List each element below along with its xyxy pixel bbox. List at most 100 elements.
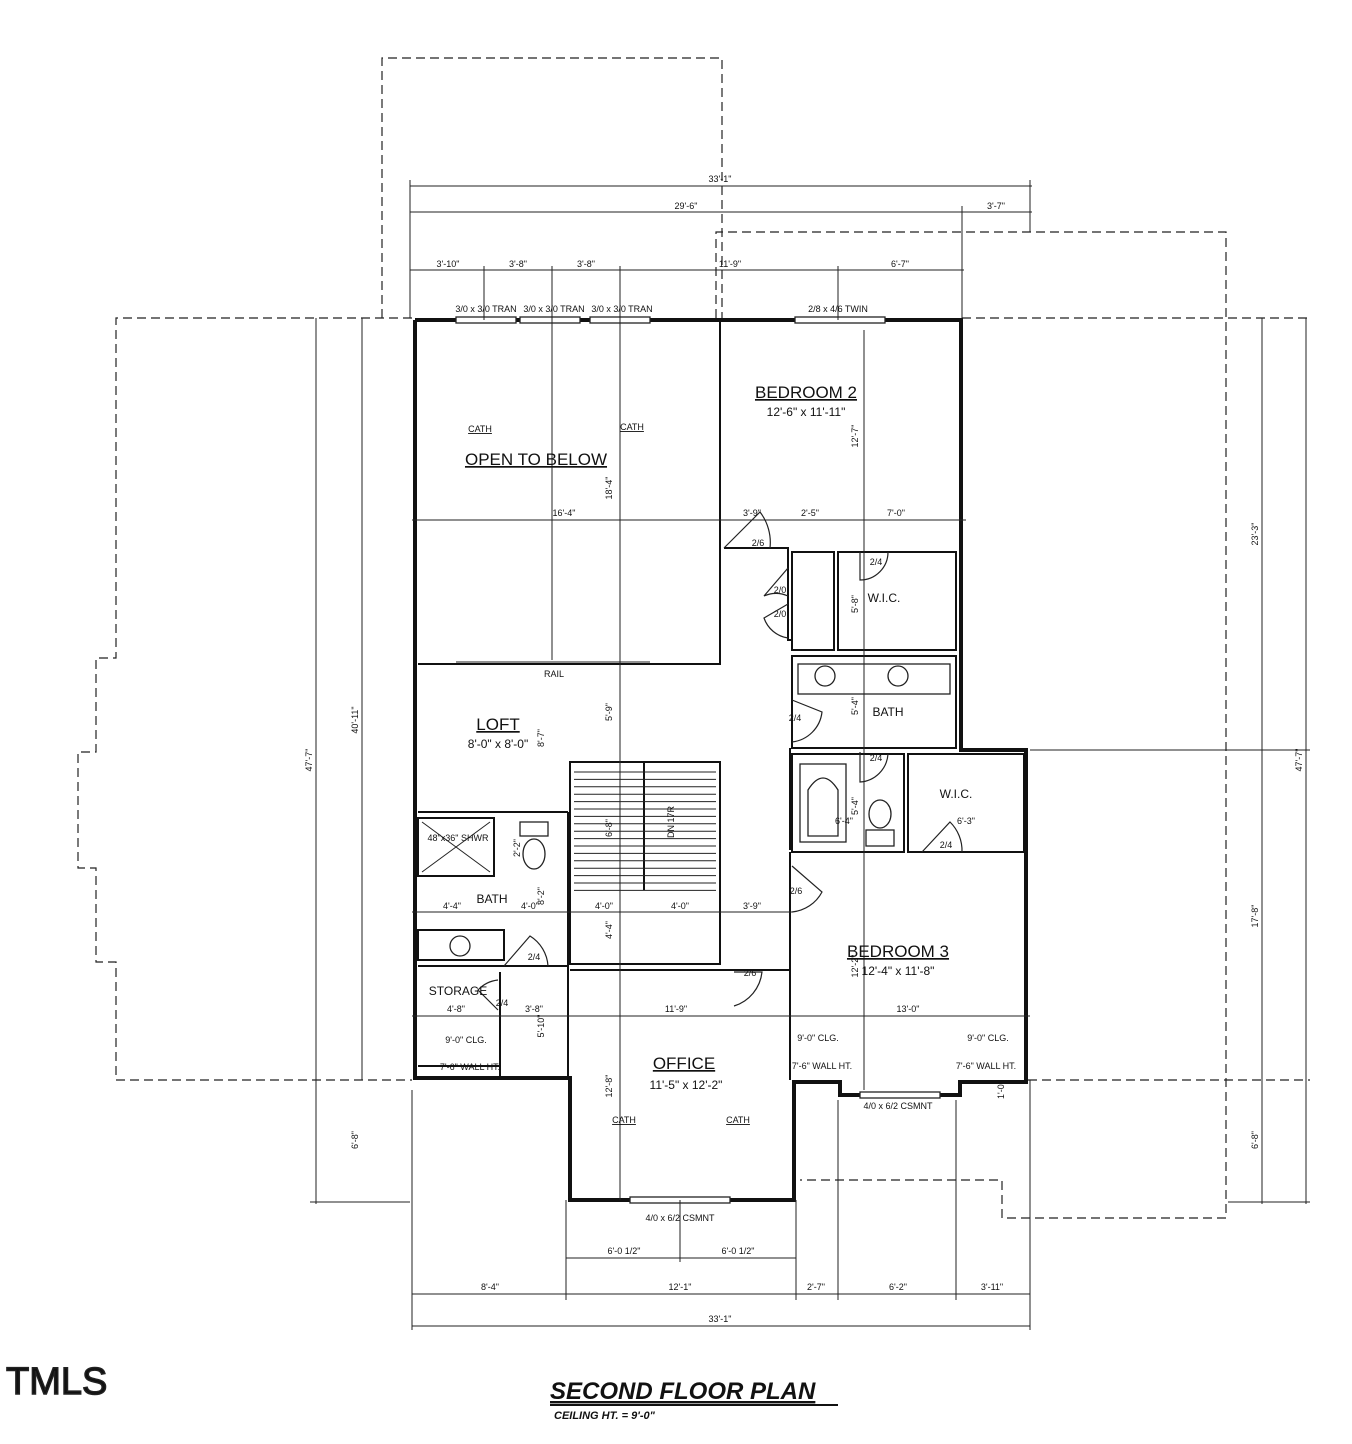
dimension-lines	[310, 180, 1310, 1330]
wall-height-label: 7'-6" WALL HT.	[440, 1062, 500, 1072]
lower-floor-outline	[77, 57, 1310, 1219]
dimension-text: 6'-2"	[889, 1282, 907, 1292]
dimension-text: 33'-1"	[709, 1314, 732, 1324]
dimension-text: 11'-9"	[719, 259, 741, 269]
casement-label: 4/0 x 6/2 CSMNT	[863, 1101, 933, 1111]
ceiling-label: 9'-0" CLG.	[445, 1035, 486, 1045]
dimension-text: 47'-7"	[304, 749, 314, 772]
dimension-text: 3'-11"	[981, 1282, 1003, 1292]
window-label: 3/0 x 3/0 TRAN	[455, 304, 516, 314]
office-size: 11'-5" x 12'-2"	[650, 1078, 723, 1092]
dimension-text: 8'-4"	[481, 1282, 499, 1292]
loft-size: 8'-0" x 8'-0"	[468, 737, 528, 751]
door-swings	[477, 511, 963, 1011]
door-size-label: 2/6	[790, 886, 803, 896]
dimension-text: 3'-9"	[743, 508, 761, 518]
dimension-text: 13'-0"	[897, 1004, 920, 1014]
dimension-text: 5'-10"	[536, 1015, 546, 1038]
door-size-label: 2/4	[789, 713, 802, 723]
dimension-text: 16'-4"	[553, 508, 576, 518]
stairs	[569, 761, 721, 965]
dimension-text: 5'-9"	[604, 703, 614, 721]
dimension-text: 4'-0"	[521, 901, 539, 911]
dimension-text: 6'-3"	[957, 816, 975, 826]
dimension-text: 3'-8"	[577, 259, 595, 269]
dimension-text: 4'-4"	[604, 921, 614, 939]
room-open-to-below: OPEN TO BELOW	[465, 450, 607, 469]
window-label: 3/0 x 3/0 TRAN	[591, 304, 652, 314]
dimension-text: 6'-4"	[835, 816, 853, 826]
wall-height-label: 7'-6" WALL HT.	[792, 1061, 852, 1071]
room-bedroom-2: BEDROOM 2	[755, 383, 857, 402]
tmls-logo: TMLS	[6, 1361, 107, 1403]
dimension-text: 40'-11"	[350, 706, 360, 733]
room-bedroom-3: BEDROOM 3	[847, 942, 949, 961]
dimension-text: 4'-0"	[671, 901, 689, 911]
dimension-text: 2'-5"	[801, 508, 819, 518]
door-size-label: 2/4	[528, 952, 541, 962]
cathedral-label: CATH	[620, 422, 644, 432]
dimension-text: 6'-0 1/2"	[722, 1246, 755, 1256]
cathedral-label: CATH	[468, 424, 492, 434]
room-wic-right: W.I.C.	[940, 787, 973, 801]
dimension-text: 6'-8"	[350, 1131, 360, 1149]
dimension-text: 17'-8"	[1250, 905, 1260, 928]
window-label: 3/0 x 3/0 TRAN	[523, 304, 584, 314]
dimension-text: 6'-8"	[604, 819, 614, 837]
dimension-text: 33'-1"	[709, 174, 732, 184]
dimension-text: 6'-0 1/2"	[608, 1246, 641, 1256]
casement-label: 4/0 x 6/2 CSMNT	[645, 1213, 715, 1223]
door-size-label: 2/0	[774, 585, 787, 595]
dimension-text: 3'-9"	[743, 901, 761, 911]
ceiling-label: 9'-0" CLG.	[967, 1033, 1008, 1043]
dimension-text: 5'-4"	[850, 697, 860, 715]
bedroom-2-size: 12'-6" x 11'-11"	[767, 405, 846, 419]
dimension-text: 11'-9"	[665, 1004, 687, 1014]
dimension-text: 8'-2"	[536, 887, 546, 905]
dimension-text: 12'-1"	[669, 1282, 692, 1292]
dimension-text: 23'-3"	[1250, 523, 1260, 546]
door-size-label: 2/4	[870, 753, 883, 763]
dimension-text: 5'-8"	[850, 595, 860, 613]
dimension-text: 12'-7"	[850, 425, 860, 448]
cathedral-label: CATH	[726, 1115, 750, 1125]
dimension-text: 2'-7"	[807, 1282, 825, 1292]
fixtures	[421, 663, 951, 957]
dimension-text: 1'-0"	[996, 1081, 1006, 1099]
bedroom-3-size: 12'-4" x 11'-8"	[862, 964, 935, 978]
dimension-text: 4'-4"	[443, 901, 461, 911]
plan-subtitle: CEILING HT. = 9'-0"	[554, 1410, 656, 1422]
dimension-text: 6'-8"	[1250, 1131, 1260, 1149]
dimension-text: 7'-0"	[887, 508, 905, 518]
dimension-text: 6'-7"	[891, 259, 909, 269]
room-office: OFFICE	[653, 1054, 715, 1073]
door-size-label: 2/0	[774, 609, 787, 619]
dimension-text: 2'-2"	[512, 839, 522, 857]
dimension-text: 8'-7"	[536, 729, 546, 747]
dimension-text: 3'-8"	[509, 259, 527, 269]
dimension-text: 4'-0"	[595, 901, 613, 911]
dimension-text: 18'-4"	[604, 477, 614, 500]
ceiling-label: 9'-0" CLG.	[797, 1033, 838, 1043]
dimension-text: 3'-10"	[437, 259, 460, 269]
exterior-walls	[413, 318, 1028, 1202]
door-size-label: 2/6	[752, 538, 765, 548]
dimension-text: 12'-2"	[850, 955, 860, 978]
interior-walls	[417, 322, 1025, 1080]
stairs-label: DN 17R	[666, 805, 676, 838]
dimension-text: 47'-7"	[1294, 749, 1304, 772]
dimension-text: 4'-8"	[447, 1004, 465, 1014]
dimension-text: 3'-7"	[987, 201, 1005, 211]
rail-label: RAIL	[544, 669, 564, 679]
shower-label: 48"x36" SHWR	[428, 833, 489, 843]
window-label: 2/8 x 4/6 TWIN	[808, 304, 868, 314]
room-wic-top: W.I.C.	[868, 591, 901, 605]
room-loft: LOFT	[476, 715, 519, 734]
dimension-text: 5'-4"	[850, 797, 860, 815]
cathedral-label: CATH	[612, 1115, 636, 1125]
door-size-label: 2/4	[940, 840, 953, 850]
door-size-label: 2/4	[870, 557, 883, 567]
room-bath-upper: BATH	[872, 705, 903, 719]
plan-title: SECOND FLOOR PLAN	[550, 1378, 816, 1405]
door-size-label: 2/4	[496, 998, 509, 1008]
